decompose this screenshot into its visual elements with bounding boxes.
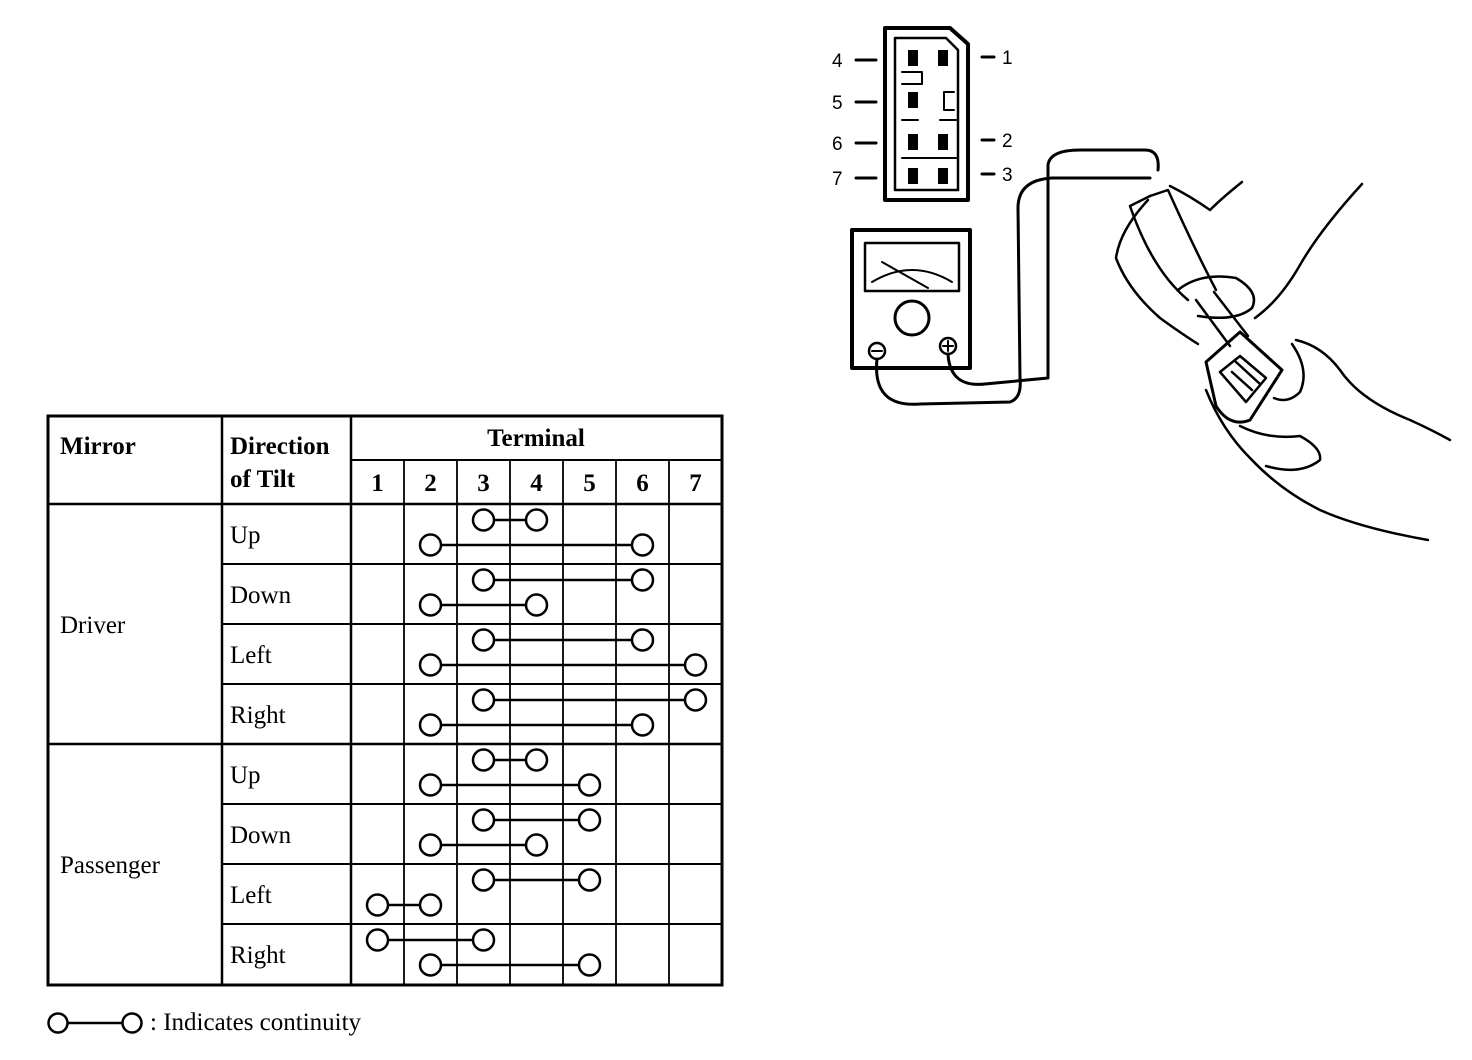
terminal-number-row: 1 2 3 4 5 6 7 xyxy=(371,470,702,497)
continuity-terminal-3 xyxy=(471,928,496,952)
table-row-passenger-right: Right xyxy=(230,928,602,977)
table-row-passenger-down: Down xyxy=(230,808,602,857)
pin-label-5: 5 xyxy=(832,93,843,114)
pin-label-6: 6 xyxy=(832,134,843,155)
continuity-terminal-6 xyxy=(630,568,655,592)
hand-holding-probes xyxy=(1114,180,1452,542)
continuity-terminal-3 xyxy=(471,508,496,532)
ohmmeter xyxy=(850,228,972,370)
header-direction-line1: Direction xyxy=(230,433,330,460)
continuity-terminal-3 xyxy=(471,628,496,652)
table-body: DriverUpDownLeftRightPassengerUpDownLeft… xyxy=(60,508,708,977)
legend-text: : Indicates continuity xyxy=(150,1009,362,1036)
legend: : Indicates continuity xyxy=(47,1009,362,1036)
pin-label-1: 1 xyxy=(1002,48,1013,69)
direction-label: Down xyxy=(230,822,292,849)
mirror-label-passenger: Passenger xyxy=(60,852,161,879)
test-lead-negative xyxy=(875,176,1152,406)
continuity-terminal-6 xyxy=(630,713,655,737)
continuity-terminal-3 xyxy=(471,748,496,772)
table-row-passenger-left: Left xyxy=(230,868,602,917)
mirror-label-driver: Driver xyxy=(60,612,126,639)
direction-label: Left xyxy=(230,642,272,669)
continuity-terminal-3 xyxy=(471,688,496,712)
direction-label: Up xyxy=(230,762,261,789)
terminal-number-4: 4 xyxy=(530,470,543,497)
continuity-terminal-5 xyxy=(577,773,602,797)
direction-label: Down xyxy=(230,582,292,609)
continuity-terminal-2 xyxy=(418,533,443,557)
terminal-number-6: 6 xyxy=(636,470,649,497)
continuity-terminal-4 xyxy=(524,833,549,857)
continuity-terminal-3 xyxy=(471,808,496,832)
continuity-terminal-7 xyxy=(683,653,708,677)
table-row-driver-left: Left xyxy=(230,628,708,677)
pin-label-4: 4 xyxy=(832,51,843,72)
connector-pin-labels: 4 5 6 7 1 2 3 xyxy=(832,48,1013,190)
terminal-number-5: 5 xyxy=(583,470,596,497)
pin-label-2: 2 xyxy=(1002,131,1013,152)
table-row-driver-right: Right xyxy=(230,688,708,737)
continuity-terminal-4 xyxy=(524,748,549,772)
continuity-terminal-2 xyxy=(418,713,443,737)
continuity-terminal-1 xyxy=(365,928,390,952)
direction-label: Up xyxy=(230,522,261,549)
continuity-terminal-7 xyxy=(683,688,708,712)
continuity-terminal-5 xyxy=(577,808,602,832)
direction-label: Left xyxy=(230,882,272,909)
terminal-number-2: 2 xyxy=(424,470,437,497)
direction-label: Right xyxy=(230,942,286,969)
continuity-terminal-3 xyxy=(471,868,496,892)
pin-label-3: 3 xyxy=(1002,165,1013,186)
continuity-terminal-2 xyxy=(418,773,443,797)
continuity-terminal-6 xyxy=(630,533,655,557)
ohmmeter-test-illustration xyxy=(850,26,1452,542)
terminal-number-3: 3 xyxy=(477,470,490,497)
table-row-driver-up: Up xyxy=(230,508,655,557)
continuity-terminal-2 xyxy=(418,653,443,677)
continuity-terminal-4 xyxy=(524,593,549,617)
continuity-terminal-4 xyxy=(524,508,549,532)
table-grid xyxy=(46,414,724,987)
continuity-terminal-2 xyxy=(418,593,443,617)
pin-label-7: 7 xyxy=(832,169,843,190)
continuity-table: Mirror Direction of Tilt Terminal 1 2 3 4 5 6… xyxy=(46,414,724,987)
continuity-terminal-2 xyxy=(418,893,443,917)
table-row-passenger-up: Up xyxy=(230,748,602,797)
direction-label: Right xyxy=(230,702,286,729)
continuity-terminal-2 xyxy=(418,953,443,977)
continuity-terminal-5 xyxy=(577,953,602,977)
continuity-symbol xyxy=(47,1012,143,1034)
test-lead-positive xyxy=(946,148,1160,386)
header-direction-line2: of Tilt xyxy=(230,466,296,493)
terminal-number-1: 1 xyxy=(371,470,384,497)
header-mirror: Mirror xyxy=(60,433,136,460)
continuity-terminal-1 xyxy=(365,893,390,917)
switch-connector-diagram xyxy=(854,26,996,202)
continuity-terminal-2 xyxy=(418,833,443,857)
header-terminal: Terminal xyxy=(487,425,585,452)
continuity-terminal-5 xyxy=(577,868,602,892)
continuity-terminal-3 xyxy=(471,568,496,592)
terminal-number-7: 7 xyxy=(689,470,702,497)
table-row-driver-down: Down xyxy=(230,568,655,617)
continuity-terminal-6 xyxy=(630,628,655,652)
